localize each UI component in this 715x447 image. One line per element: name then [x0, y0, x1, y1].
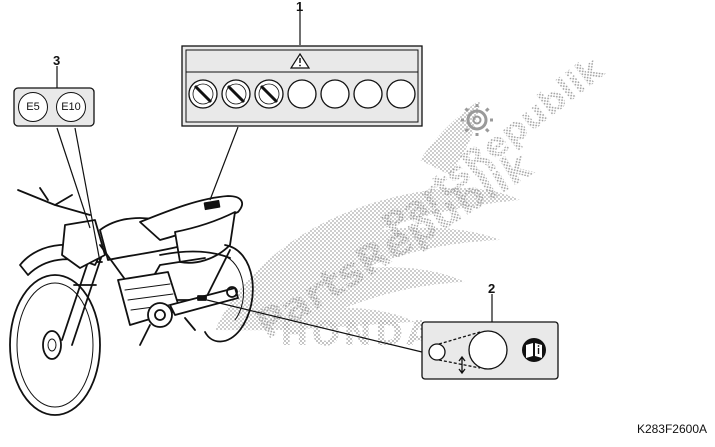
swingarm-label-location — [197, 295, 207, 301]
blank-circle-icon — [320, 79, 350, 109]
motorcycle-drawing — [9, 187, 254, 416]
front-wheel — [9, 274, 101, 416]
honda-wing-watermark — [215, 100, 520, 331]
warning-label-part-1 — [181, 45, 423, 127]
handlebar — [17, 187, 91, 216]
footpeg — [139, 317, 196, 346]
callout-number-1: 1 — [296, 0, 304, 14]
blank-circle-icon — [353, 79, 383, 109]
engine — [117, 271, 181, 328]
warning-triangle-icon — [289, 52, 311, 69]
front-fork — [61, 249, 103, 346]
seat-label-location — [203, 199, 221, 211]
leader-line-2 — [206, 299, 423, 353]
blank-circle-icon — [287, 79, 317, 109]
fuel-badge-e10: E10 — [56, 92, 86, 122]
chain-slack-icon — [428, 330, 508, 375]
fuel-badge-e5: E5 — [18, 92, 48, 122]
swingarm — [169, 287, 239, 316]
owners-manual-icon — [522, 338, 546, 362]
leader-line-3a — [56, 127, 91, 229]
prohibited-circle-icon — [254, 79, 284, 109]
callout-number-3: 3 — [53, 53, 61, 68]
chain-label-part-2 — [421, 321, 559, 380]
leader-line-1 — [209, 126, 239, 201]
side-cover — [174, 211, 236, 264]
number-plate — [61, 219, 106, 269]
leader-lines — [56, 10, 493, 353]
callout-number-2: 2 — [488, 281, 496, 296]
leader-line-3b — [74, 127, 101, 263]
rear-wheel — [204, 244, 254, 343]
gear-icon — [461, 104, 493, 136]
diagram-part-code: K283F2600A — [636, 422, 707, 436]
prohibited-circle-icon — [188, 79, 218, 109]
prohibited-circle-icon — [221, 79, 251, 109]
blank-circle-icon — [386, 79, 416, 109]
honda-brand-watermark: HONDA — [280, 314, 435, 354]
